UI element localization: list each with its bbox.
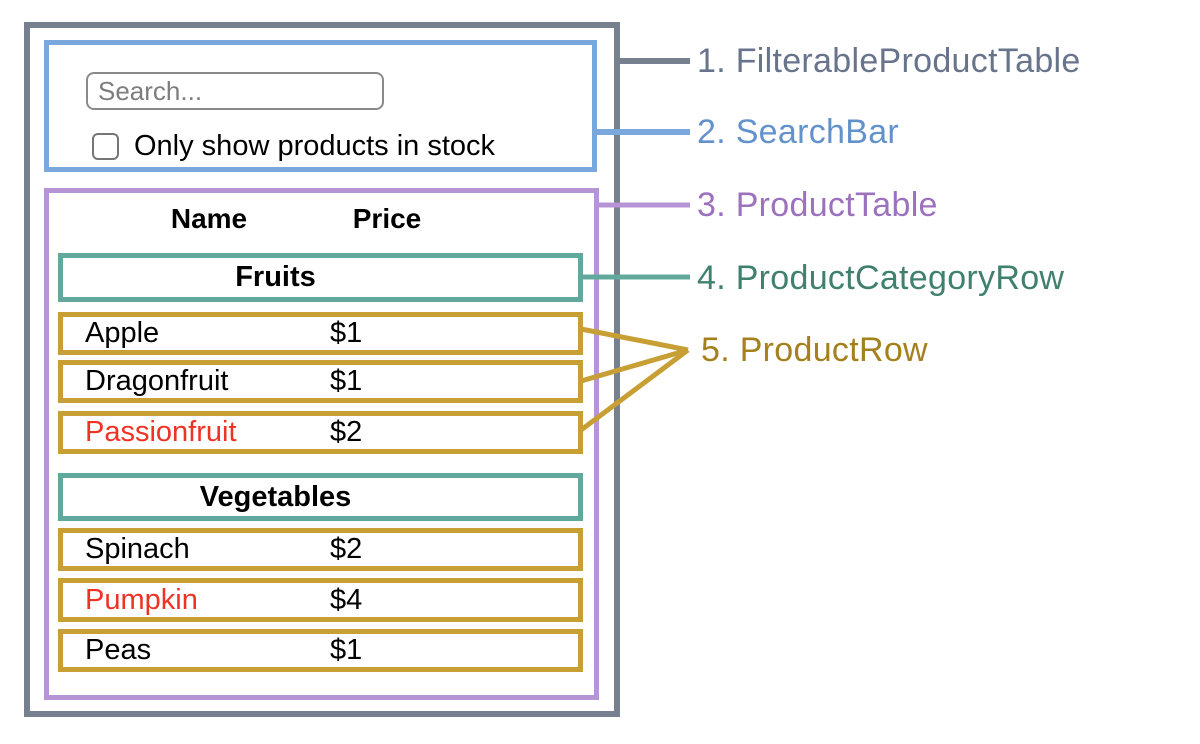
column-header-price: Price xyxy=(352,203,422,234)
category-label: Fruits xyxy=(235,261,316,293)
column-header-name: Name xyxy=(170,203,248,234)
product-row-pumpkin: Pumpkin $4 xyxy=(58,578,583,622)
product-row-passionfruit: Passionfruit $2 xyxy=(58,411,583,454)
in-stock-filter-row: Only show products in stock xyxy=(92,130,495,163)
category-row-fruits: Fruits xyxy=(58,253,583,302)
product-price: $1 xyxy=(330,634,363,666)
product-price: $1 xyxy=(330,317,363,349)
product-price: $4 xyxy=(330,583,363,616)
product-name: Peas xyxy=(85,634,152,666)
category-row-vegetables: Vegetables xyxy=(58,473,583,521)
legend-item-search-bar: 2. SearchBar xyxy=(697,113,900,151)
product-row-peas: Peas $1 xyxy=(58,629,583,672)
legend-item-product-row: 5. ProductRow xyxy=(701,331,928,369)
product-name: Dragonfruit xyxy=(85,365,229,397)
product-row-spinach: Spinach $2 xyxy=(58,528,583,571)
product-price: $2 xyxy=(330,533,363,565)
legend-item-product-table: 3. ProductTable xyxy=(697,186,938,224)
product-name: Apple xyxy=(85,317,160,349)
search-input[interactable] xyxy=(86,72,384,110)
product-price: $2 xyxy=(330,416,363,448)
product-name-out-of-stock: Passionfruit xyxy=(85,416,237,448)
product-name-out-of-stock: Pumpkin xyxy=(85,583,198,616)
product-name: Spinach xyxy=(85,533,190,565)
product-row-dragonfruit: Dragonfruit $1 xyxy=(58,360,583,403)
product-price: $1 xyxy=(330,365,363,397)
legend-item-product-category-row: 4. ProductCategoryRow xyxy=(697,259,1065,297)
in-stock-checkbox[interactable] xyxy=(92,133,119,160)
product-row-apple: Apple $1 xyxy=(58,312,583,355)
legend-item-filterable-product-table: 1. FilterableProductTable xyxy=(697,42,1081,80)
in-stock-checkbox-label: Only show products in stock xyxy=(134,130,496,162)
category-label: Vegetables xyxy=(199,480,352,513)
